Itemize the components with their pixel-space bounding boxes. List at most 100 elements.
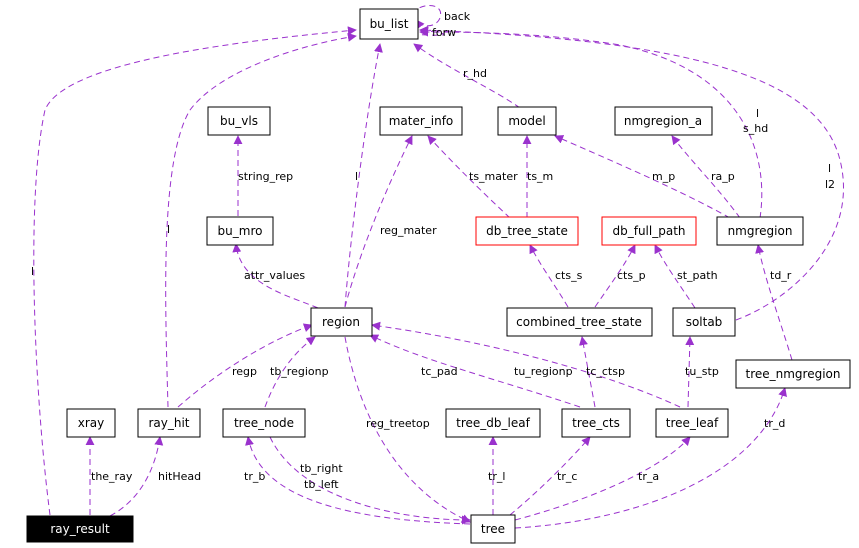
label-back: back (444, 10, 471, 23)
label-tu-stp: tu_stp (685, 365, 719, 378)
label-tb-left: tb_left (304, 478, 339, 491)
label-hitHead: hitHead (158, 470, 201, 483)
node-tree-db-leaf-label: tree_db_leaf (456, 416, 530, 430)
label-reg-mater: reg_mater (380, 224, 437, 237)
node-mater-info-label: mater_info (389, 114, 454, 128)
node-tree-label: tree (481, 522, 505, 536)
node-ray-hit[interactable]: ray_hit (137, 408, 201, 438)
node-bu-vls-label: bu_vls (220, 114, 258, 128)
node-bu-vls[interactable]: bu_vls (207, 106, 271, 136)
node-db-tree-state-label: db_tree_state (486, 224, 568, 238)
node-tree-leaf-label: tree_leaf (666, 416, 719, 430)
edge-region-bu-list (344, 43, 383, 308)
label-tr-d: tr_d (764, 417, 785, 430)
node-nmgregion[interactable]: nmgregion (716, 216, 804, 246)
node-bu-list[interactable]: bu_list (359, 8, 419, 40)
edge-nmgregion-bu-list (419, 27, 763, 219)
label-the-ray: the_ray (91, 470, 133, 483)
node-bu-mro[interactable]: bu_mro (206, 216, 274, 246)
node-nmgregion-label: nmgregion (728, 224, 793, 238)
node-ray-result[interactable]: ray_result (26, 515, 134, 543)
node-tree-db-leaf[interactable]: tree_db_leaf (445, 408, 541, 438)
edge-nmgregion-nmgregion-a (671, 135, 741, 219)
label-string-rep: string_rep (238, 170, 293, 183)
node-tree-node-label: tree_node (234, 416, 294, 430)
edge-tree-tree-node-b (245, 436, 471, 525)
node-ray-hit-label: ray_hit (148, 416, 189, 430)
edge-region-bu-mro (232, 243, 319, 309)
label-cts-p: cts_p (617, 269, 646, 282)
node-tree[interactable]: tree (470, 514, 516, 544)
edge-bu-list-self-back (411, 5, 442, 30)
node-xray-label: xray (78, 416, 105, 430)
node-xray[interactable]: xray (66, 408, 116, 438)
node-model[interactable]: model (497, 106, 557, 136)
node-tree-cts[interactable]: tree_cts (561, 408, 631, 438)
node-region[interactable]: region (310, 307, 373, 337)
label-ra-p: ra_p (711, 170, 735, 183)
node-db-full-path[interactable]: db_full_path (601, 216, 697, 246)
label-tc-pad: tc_pad (421, 365, 458, 378)
label-s-hd: s_hd (743, 122, 768, 135)
node-tree-nmgregion-label: tree_nmgregion (745, 367, 840, 381)
edge-tree-cts-cts (579, 336, 596, 408)
node-bu-list-label: bu_list (370, 17, 409, 31)
node-tree-nmgregion[interactable]: tree_nmgregion (735, 359, 851, 389)
edge-db-tree-state-mater-info (427, 135, 511, 219)
label-l-region: l (355, 170, 358, 183)
edge-tree-leaf-soltab (685, 336, 695, 408)
edge-tree-node-region (264, 336, 316, 408)
edge-tree-tree-cts (509, 436, 591, 516)
label-tr-a: tr_a (638, 470, 659, 483)
node-db-full-path-label: db_full_path (612, 224, 685, 238)
node-model-label: model (508, 114, 545, 128)
label-td-r: td_r (770, 269, 792, 282)
edge-ray-result-bu-list (33, 26, 357, 516)
node-db-tree-state[interactable]: db_tree_state (475, 216, 579, 246)
label-l-rayresult: l (31, 265, 34, 278)
label-tr-b: tr_b (244, 470, 265, 483)
edge-region-tree (344, 336, 471, 523)
label-attr-values: attr_values (244, 269, 305, 282)
edge-tree-cts-region (369, 334, 581, 408)
edge-bu-list-self-forw (411, 26, 445, 36)
label-tc-ctsp: tc_ctsp (586, 365, 625, 378)
node-tree-node[interactable]: tree_node (222, 408, 306, 438)
label-tr-c: tr_c (557, 470, 577, 483)
node-nmgregion-a[interactable]: nmgregion_a (614, 106, 713, 136)
edge-tree-nmgregion-nmgregion (755, 244, 793, 361)
label-cts-s: cts_s (555, 269, 583, 282)
node-tree-leaf[interactable]: tree_leaf (655, 408, 729, 438)
node-bu-mro-label: bu_mro (218, 224, 263, 238)
label-l-rayhit: l (167, 223, 170, 236)
label-tb-regionp: tb_regionp (270, 365, 329, 378)
label-l-nmgregion: l (756, 107, 759, 120)
node-combined-tree-state[interactable]: combined_tree_state (506, 307, 653, 337)
label-r-hd: r_hd (463, 67, 487, 80)
edge-ray-hit-region (177, 323, 313, 408)
label-reg-treetop: reg_treetop (366, 417, 430, 430)
node-tree-cts-label: tree_cts (572, 416, 620, 430)
node-nmgregion-a-label: nmgregion_a (624, 114, 702, 128)
label-regp: regp (232, 365, 257, 378)
edge-soltab-bu-list (419, 25, 844, 321)
label-tb-right: tb_right (300, 462, 343, 475)
node-ray-result-label: ray_result (50, 522, 110, 536)
label-m-p: m_p (652, 170, 675, 183)
edge-tree-tree-leaf (514, 436, 691, 521)
label-tu-regionp: tu_regionp (514, 365, 573, 378)
label-forw: forw (432, 26, 456, 39)
label-st-path: st_path (677, 269, 718, 282)
edge-region-mater-info (344, 135, 413, 308)
edge-ray-hit-bu-list (165, 32, 357, 408)
edge-model-bu-list (413, 43, 521, 109)
node-soltab-label: soltab (686, 315, 723, 329)
node-soltab[interactable]: soltab (672, 307, 736, 337)
node-mater-info[interactable]: mater_info (379, 106, 463, 136)
label-ts-m: ts_m (527, 170, 553, 183)
edge-tree-leaf-region (371, 321, 681, 408)
edge-nmgregion-model (554, 135, 731, 219)
edge-tree-tree-nmgregion (514, 387, 787, 529)
label-ts-mater: ts_mater (469, 170, 518, 183)
